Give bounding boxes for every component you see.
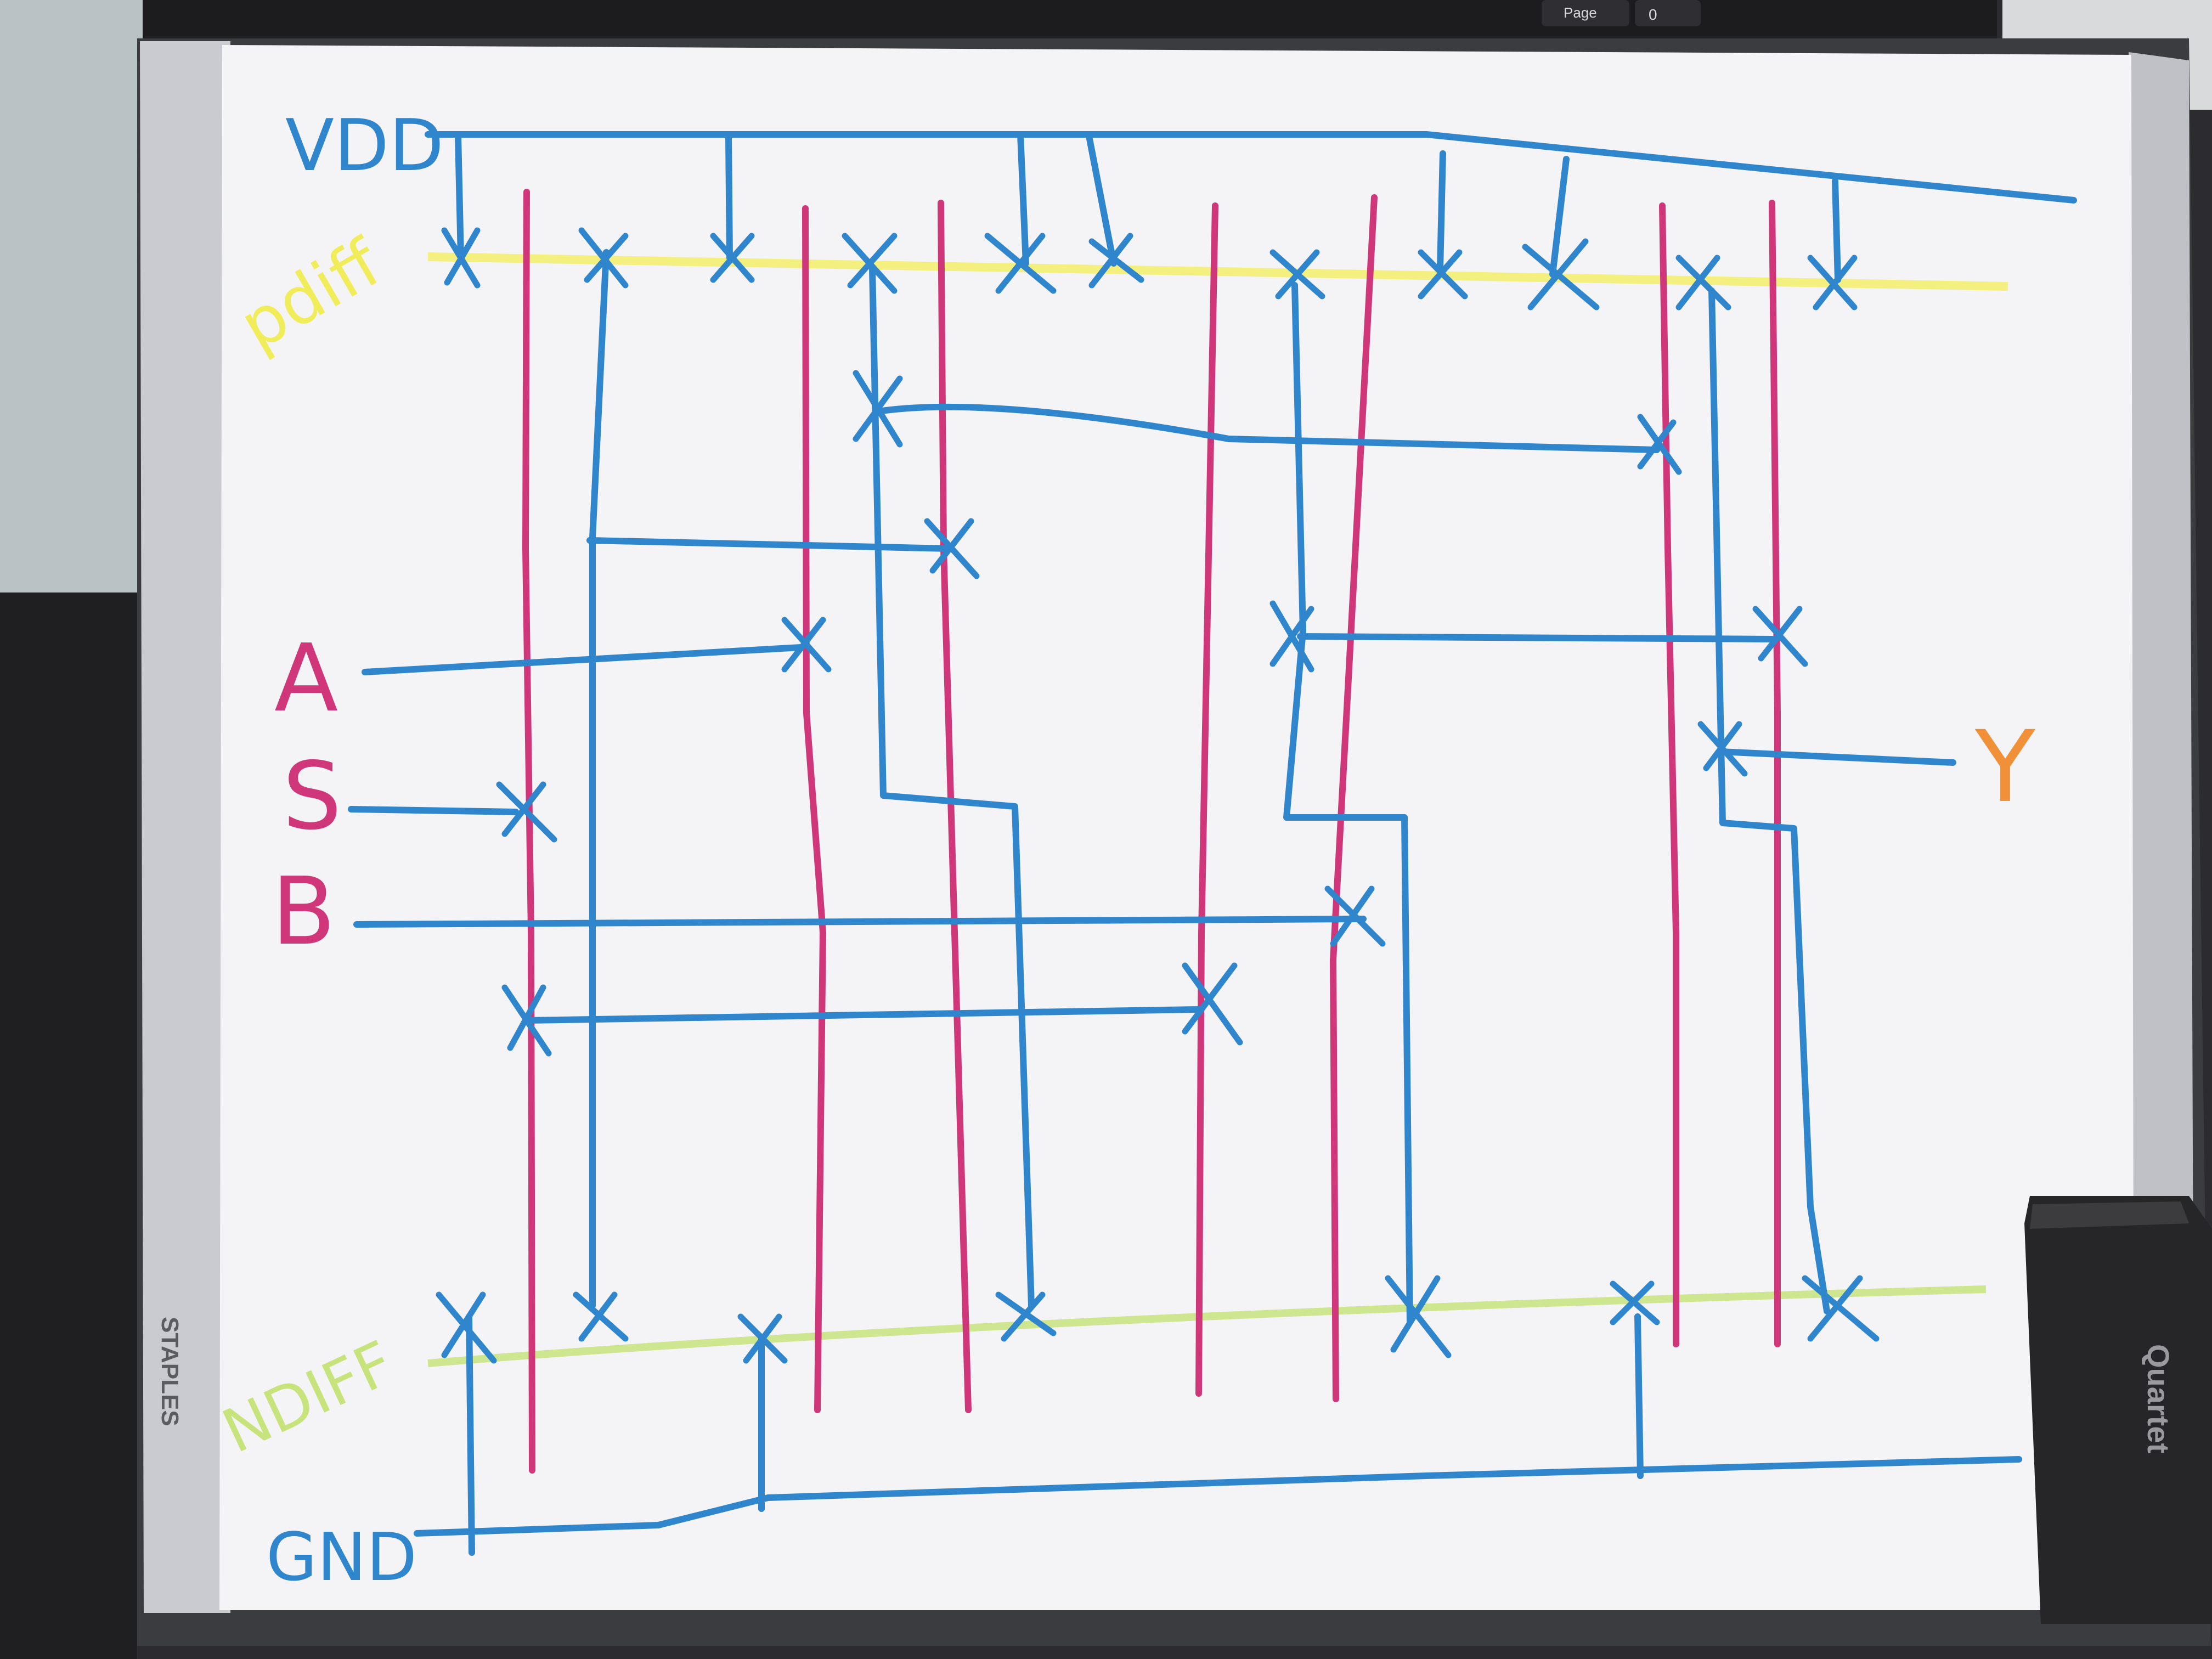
contact-mark <box>995 1291 1057 1342</box>
gnd-drop-1 <box>466 1313 475 1556</box>
poly-line-7 <box>1769 200 1781 1347</box>
output-y-wire <box>1717 748 1956 766</box>
contact-mark <box>578 227 629 289</box>
contact-mark <box>441 227 481 289</box>
contact-markers <box>436 227 1880 1364</box>
keyboard-key-label-2: 0 <box>1649 6 1657 23</box>
gnd-rail-wire <box>414 1456 2022 1537</box>
input-s-label: S <box>283 742 342 851</box>
input-b-wire <box>353 916 1367 928</box>
net-wire-4 <box>1708 287 1830 1314</box>
ndiff-rail <box>427 1285 1987 1367</box>
poly-line-3 <box>938 200 972 1413</box>
input-b-label: B <box>272 857 336 966</box>
contact-mark <box>501 984 552 1057</box>
contact-mark <box>1522 238 1600 311</box>
contact-mark <box>1637 414 1682 475</box>
net-wire-3-branch <box>1297 633 1775 642</box>
net-wire-2 <box>869 266 1035 1309</box>
contact-mark <box>853 370 903 448</box>
keyboard-key: Page <box>1542 0 1629 26</box>
vdd-drop-2 <box>725 134 733 261</box>
metal-wires <box>348 131 2077 1556</box>
vdd-rail-wire <box>425 131 2077 204</box>
poly-line-2 <box>802 205 827 1413</box>
contact-mark <box>1088 233 1144 289</box>
poly-line-5 <box>1329 194 1378 1402</box>
poly-line-1 <box>522 189 535 1474</box>
keyboard-key-2: 0 <box>1635 0 1701 26</box>
lower-dark-area <box>0 592 137 1659</box>
contact-mark <box>1802 1275 1880 1342</box>
input-s-wire <box>348 806 519 815</box>
vdd-drop-6 <box>1549 156 1570 278</box>
contact-mark <box>842 233 898 294</box>
vdd-drop-7 <box>1832 178 1841 283</box>
vdd-drop-5 <box>1437 150 1446 272</box>
keyboard-key-label: Page <box>1564 4 1597 21</box>
vdd-drop-1 <box>455 133 464 261</box>
vdd-drop-3 <box>1017 131 1029 267</box>
input-a-label: A <box>274 624 338 733</box>
contact-mark <box>924 518 980 579</box>
contact-mark <box>984 233 1057 294</box>
output-y-label: Y <box>1974 710 2036 825</box>
contact-mark <box>1418 249 1468 300</box>
poly-lines <box>522 189 1781 1474</box>
vdd-drop-4 <box>1086 133 1117 267</box>
contact-mark <box>573 1291 629 1342</box>
net-wire-2-branch <box>874 403 1660 453</box>
contact-mark <box>1269 249 1325 300</box>
board-frame-silver <box>140 41 230 1613</box>
bright-window-area <box>0 0 143 592</box>
contact-mark <box>710 233 755 283</box>
gnd-label: GND <box>266 1520 417 1596</box>
contact-mark <box>1269 600 1314 673</box>
contact-mark <box>1324 885 1386 947</box>
cross-wire <box>523 1006 1202 1024</box>
contact-mark <box>1182 962 1243 1046</box>
contact-mark <box>436 1291 497 1364</box>
contact-mark <box>496 781 557 843</box>
contact-mark <box>737 1313 788 1364</box>
poly-line-4 <box>1195 202 1218 1397</box>
eraser-brand-label: Quartet <box>2141 1344 2176 1453</box>
contact-mark <box>1697 721 1748 777</box>
contact-mark <box>1675 255 1731 311</box>
vdd-label: VDD <box>285 104 444 187</box>
contact-mark <box>1752 606 1808 667</box>
poly-line-6 <box>1659 202 1679 1347</box>
eraser: Quartet <box>2024 1196 2212 1624</box>
gnd-drop-3 <box>1634 1313 1644 1479</box>
keyboard-area <box>132 0 1997 38</box>
net-wire-3 <box>1283 282 1413 1325</box>
pdiff-rail <box>427 252 2008 291</box>
board-brand-label: STAPLES <box>156 1317 183 1426</box>
contact-mark <box>1807 255 1858 311</box>
contact-mark <box>1385 1275 1452 1358</box>
contact-mark <box>1610 1280 1660 1325</box>
net-wire-1-branch <box>586 537 952 552</box>
contact-mark <box>781 617 832 673</box>
input-a-wire <box>362 644 804 675</box>
